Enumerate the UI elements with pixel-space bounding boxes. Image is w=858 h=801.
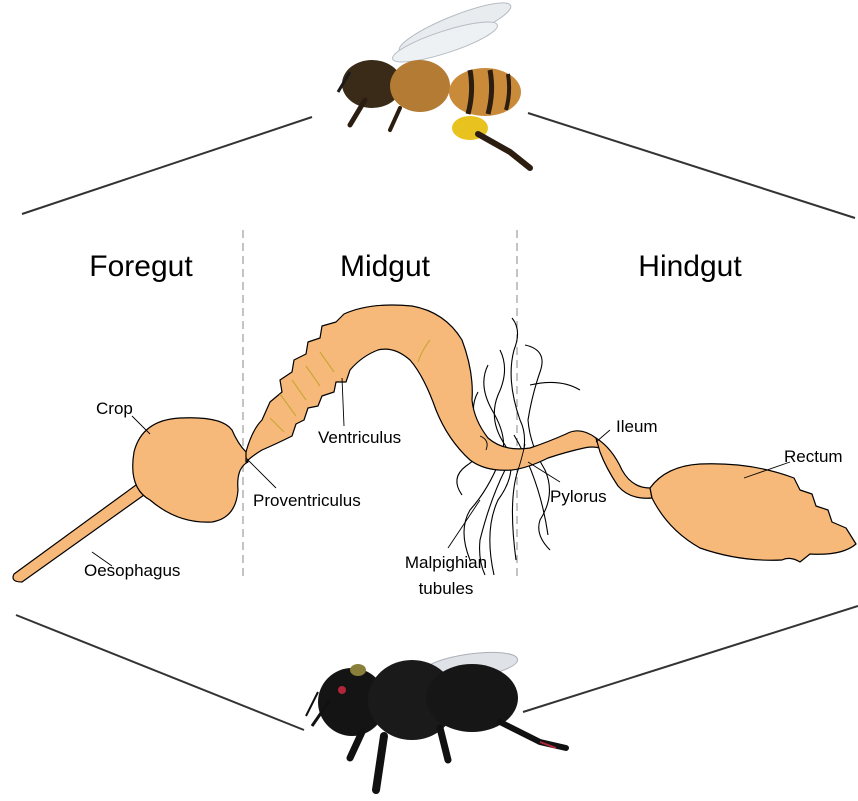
bottom-right-connector [523,606,858,712]
foregut-title: Foregut [89,250,193,283]
crop-leader [132,416,150,434]
ventriculus-shape [246,305,600,470]
proventriculus-label: Proventriculus [253,491,361,510]
proventriculus-leader [246,458,276,488]
digestive-tract [13,305,856,582]
top-right-connector [528,113,855,218]
hindgut-title: Hindgut [638,250,742,283]
ileum-label: Ileum [616,417,658,436]
pylorus-label: Pylorus [550,487,607,506]
ventriculus-leader [342,378,344,426]
midgut-title: Midgut [340,250,431,283]
malpighian-label-line1: Malpighian [405,553,487,572]
bumblebee-image [306,647,566,790]
bottom-left-connector [16,615,304,730]
ventriculus-label: Ventriculus [318,428,401,447]
rectum-label: Rectum [784,447,843,466]
top-left-connector [22,117,312,214]
ileum-leader [596,430,610,442]
malpighian-label-line2: tubules [419,579,474,598]
pylorus-leader [528,462,560,482]
malpighian-leader [448,500,480,548]
honeybee-image [338,0,530,168]
oesophagus-label: Oesophagus [84,561,180,580]
crop-label: Crop [96,399,133,418]
rectum-shape [650,464,856,562]
